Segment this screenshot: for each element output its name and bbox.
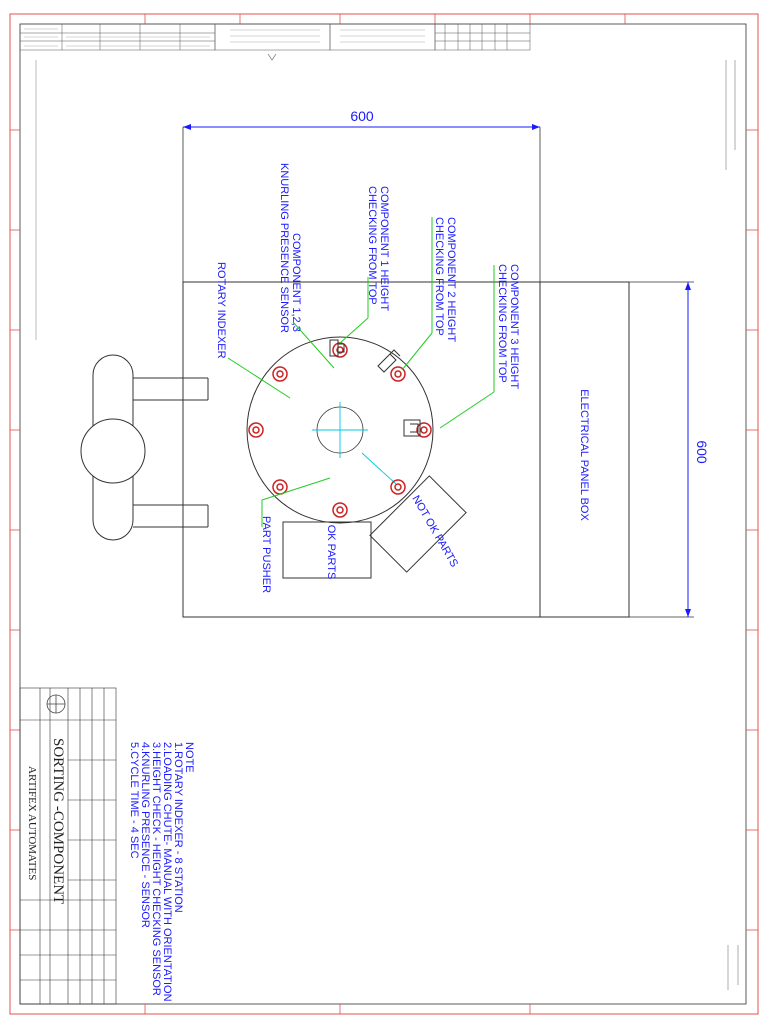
note-item-4: 4.KNURLING PRESENCE - SENSOR <box>139 742 151 928</box>
station-5 <box>332 502 348 518</box>
ok-parts-bin <box>282 521 372 579</box>
component-3-line2: CHECKING FROM TOP <box>496 264 508 383</box>
component-123-line1: COMPONENT 1,2,3 <box>290 233 302 332</box>
station-7 <box>248 422 264 438</box>
component-1-line2: CHECKING FROM TOP <box>366 186 378 305</box>
notes-block: NOTE 1.ROTARY INDEXER - 8 STATION 2.LOAD… <box>128 742 195 1002</box>
notes-title: NOTE <box>183 742 195 773</box>
drawing-title: SORTING -COMPONENT <box>50 738 66 904</box>
height-sensors <box>329 339 421 437</box>
electrical-panel-label: ELECTRICAL PANEL BOX <box>578 389 590 521</box>
note-item-5: 5.CYCLE TIME - 4 SEC <box>128 742 140 859</box>
station-3 <box>416 422 432 438</box>
leader-lines <box>227 217 495 527</box>
part-pusher-label: PART PUSHER <box>260 516 272 593</box>
indexer-stations <box>248 342 432 518</box>
note-item-1: 1.ROTARY INDEXER - 8 STATION <box>172 742 184 913</box>
rotary-indexer <box>246 336 434 524</box>
top-dimension-value: 600 <box>350 108 374 124</box>
component-1-label: COMPONENT 1 HEIGHT CHECKING FROM TOP <box>366 186 390 311</box>
component-3-line1: COMPONENT 3 HEIGHT <box>508 264 520 389</box>
height-sensor-2 <box>377 349 401 373</box>
component-2-label: COMPONENT 2 HEIGHT CHECKING FROM TOP <box>433 217 457 342</box>
ok-parts-label: OK PARTS <box>325 525 337 580</box>
station-1 <box>332 342 348 358</box>
station-4 <box>390 479 406 495</box>
indexer-centerlines <box>312 402 397 485</box>
top-dimension: 600 <box>182 108 541 282</box>
component-123-label: COMPONENT 1,2,3 KNURLING PRESENCE SENSOR <box>278 163 302 333</box>
company-logo <box>46 694 66 714</box>
height-sensor-3 <box>403 419 421 437</box>
rotary-indexer-label: ROTARY INDEXER <box>215 262 227 359</box>
projection-symbol-mark <box>267 53 277 61</box>
tolerance-table <box>19 23 531 51</box>
component-3-label: COMPONENT 3 HEIGHT CHECKING FROM TOP <box>496 264 520 389</box>
title-block <box>19 687 117 1005</box>
machine-base <box>182 281 630 618</box>
component-2-line2: CHECKING FROM TOP <box>433 217 445 336</box>
component-123-line2: KNURLING PRESENCE SENSOR <box>278 163 290 333</box>
station-2 <box>390 366 406 382</box>
not-ok-parts-bin <box>369 475 467 573</box>
loading-chute <box>80 354 209 541</box>
indexer-table <box>246 336 434 524</box>
station-8 <box>272 366 288 382</box>
right-dimension-value: 600 <box>694 440 710 464</box>
tolerance-strip-lines <box>24 28 425 47</box>
sheet-outer-border <box>9 13 759 1015</box>
right-margin-stamp <box>725 60 739 990</box>
component-2-line1: COMPONENT 2 HEIGHT <box>445 217 457 342</box>
station-6 <box>272 479 288 495</box>
component-1-line1: COMPONENT 1 HEIGHT <box>378 186 390 311</box>
company-name: ARTIFEX AUTOMATES <box>26 766 38 880</box>
zone-ticks <box>10 14 758 1014</box>
note-item-2: 2.LOADING CHUTE- MANUAL WITH ORIENTATION <box>161 742 173 1002</box>
not-ok-parts-label: NOT OK PARTS <box>409 494 460 570</box>
note-item-3: 3.HEIGHT CHECK - HEIGHT CHECKING SENSOR <box>150 742 162 996</box>
height-sensor-1 <box>329 339 345 357</box>
right-dimension: 600 <box>629 281 710 618</box>
